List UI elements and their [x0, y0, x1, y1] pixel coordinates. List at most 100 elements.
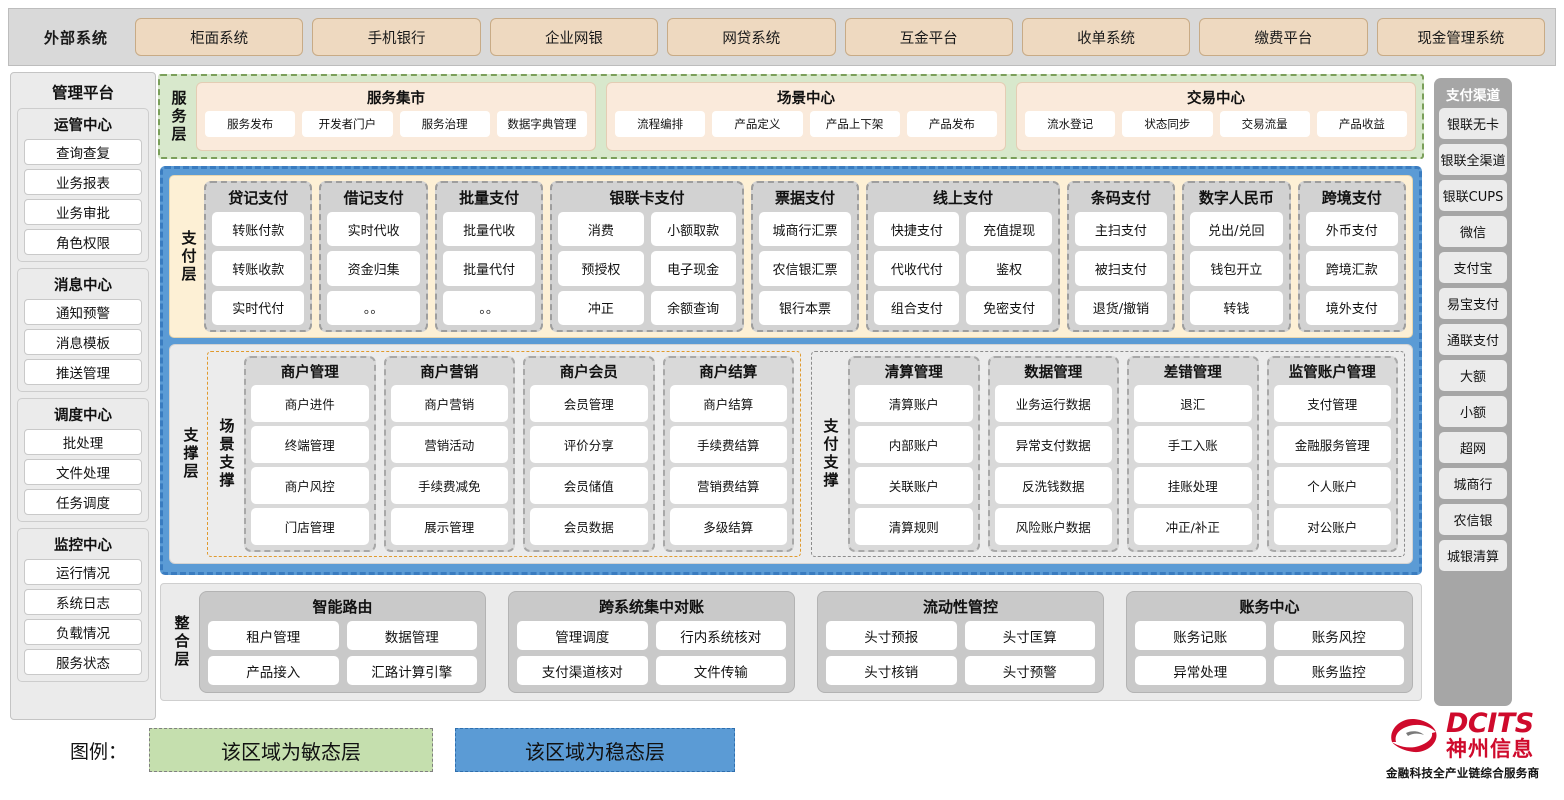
- payment-item[interactable]: 小额取款: [650, 212, 736, 247]
- payment-item[interactable]: 。。: [442, 290, 536, 325]
- integration-item[interactable]: 头寸匡算: [964, 621, 1095, 650]
- integration-item[interactable]: 行内系统核对: [655, 621, 786, 650]
- support-item[interactable]: 金融服务管理: [1273, 426, 1391, 463]
- integration-item[interactable]: 文件传输: [655, 656, 786, 685]
- management-item[interactable]: 运行情况: [24, 559, 142, 585]
- management-item[interactable]: 任务调度: [24, 489, 142, 515]
- support-item[interactable]: 展示管理: [390, 508, 508, 545]
- support-item[interactable]: 个人账户: [1273, 467, 1391, 504]
- support-item[interactable]: 反洗钱数据: [994, 467, 1112, 504]
- payment-item[interactable]: 主扫支付: [1074, 212, 1168, 247]
- payment-item[interactable]: 代收代付: [874, 251, 960, 286]
- payment-item[interactable]: 消费: [558, 212, 644, 247]
- support-item[interactable]: 评价分享: [530, 426, 648, 463]
- payment-channel-item[interactable]: 城银清算: [1439, 540, 1507, 571]
- support-item[interactable]: 手续费结算: [669, 426, 787, 463]
- service-item[interactable]: 数据字典管理: [496, 111, 587, 137]
- payment-channel-item[interactable]: 微信: [1439, 216, 1507, 247]
- support-item[interactable]: 手续费减免: [390, 467, 508, 504]
- external-system-item[interactable]: 现金管理系统: [1376, 18, 1545, 56]
- service-item[interactable]: 流水登记: [1025, 111, 1116, 137]
- service-item[interactable]: 服务发布: [205, 111, 296, 137]
- payment-channel-item[interactable]: 城商行: [1439, 468, 1507, 499]
- service-item[interactable]: 服务治理: [399, 111, 490, 137]
- support-item[interactable]: 手工入账: [1134, 426, 1252, 463]
- service-item[interactable]: 产品上下架: [809, 111, 900, 137]
- support-item[interactable]: 商户营销: [390, 385, 508, 422]
- support-item[interactable]: 营销活动: [390, 426, 508, 463]
- management-item[interactable]: 业务报表: [24, 169, 142, 195]
- support-item[interactable]: 终端管理: [251, 426, 369, 463]
- integration-item[interactable]: 头寸核销: [826, 656, 957, 685]
- external-system-item[interactable]: 收单系统: [1021, 18, 1191, 56]
- payment-channel-item[interactable]: 农信银: [1439, 504, 1507, 535]
- service-item[interactable]: 开发者门户: [302, 111, 393, 137]
- integration-item[interactable]: 账务监控: [1273, 656, 1404, 685]
- payment-item[interactable]: 跨境汇款: [1305, 251, 1398, 286]
- management-item[interactable]: 系统日志: [24, 589, 142, 615]
- payment-item[interactable]: 电子现金: [650, 251, 736, 286]
- external-system-item[interactable]: 网贷系统: [667, 18, 836, 56]
- payment-item[interactable]: 实时代收: [327, 212, 420, 247]
- payment-item[interactable]: 实时代付: [212, 290, 305, 325]
- payment-item[interactable]: 钱包开立: [1190, 251, 1283, 286]
- integration-item[interactable]: 租户管理: [208, 621, 339, 650]
- payment-channel-item[interactable]: 通联支付: [1439, 324, 1507, 355]
- payment-item[interactable]: 转账付款: [212, 212, 305, 247]
- payment-item[interactable]: 免密支付: [966, 290, 1052, 325]
- payment-channel-item[interactable]: 银联CUPS: [1439, 180, 1507, 211]
- payment-channel-item[interactable]: 小额: [1439, 396, 1507, 427]
- payment-item[interactable]: 退货/撤销: [1074, 290, 1168, 325]
- management-item[interactable]: 业务审批: [24, 199, 142, 225]
- external-system-item[interactable]: 手机银行: [312, 18, 481, 56]
- payment-item[interactable]: 充值提现: [966, 212, 1052, 247]
- payment-item[interactable]: 快捷支付: [874, 212, 960, 247]
- support-item[interactable]: 支付管理: [1273, 385, 1391, 422]
- integration-item[interactable]: 产品接入: [208, 656, 339, 685]
- integration-item[interactable]: 头寸预报: [826, 621, 957, 650]
- payment-item[interactable]: 冲正: [558, 290, 644, 325]
- payment-item[interactable]: 余额查询: [650, 290, 736, 325]
- service-item[interactable]: 产品定义: [712, 111, 803, 137]
- support-item[interactable]: 多级结算: [669, 508, 787, 545]
- payment-item[interactable]: 组合支付: [874, 290, 960, 325]
- payment-item[interactable]: 预授权: [558, 251, 644, 286]
- support-item[interactable]: 对公账户: [1273, 508, 1391, 545]
- management-item[interactable]: 批处理: [24, 429, 142, 455]
- integration-item[interactable]: 账务记账: [1135, 621, 1266, 650]
- integration-item[interactable]: 账务风控: [1273, 621, 1404, 650]
- payment-item[interactable]: 转钱: [1190, 290, 1283, 325]
- external-system-item[interactable]: 互金平台: [844, 18, 1013, 56]
- integration-item[interactable]: 数据管理: [346, 621, 477, 650]
- payment-item[interactable]: 境外支付: [1305, 290, 1398, 325]
- service-item[interactable]: 状态同步: [1122, 111, 1213, 137]
- support-item[interactable]: 会员数据: [530, 508, 648, 545]
- payment-item[interactable]: 。。: [327, 290, 420, 325]
- payment-channel-item[interactable]: 支付宝: [1439, 252, 1507, 283]
- payment-channel-item[interactable]: 银联无卡: [1439, 108, 1507, 139]
- support-item[interactable]: 挂账处理: [1134, 467, 1252, 504]
- payment-channel-item[interactable]: 银联全渠道: [1439, 144, 1507, 175]
- service-item[interactable]: 产品收益: [1316, 111, 1407, 137]
- support-item[interactable]: 会员储值: [530, 467, 648, 504]
- support-item[interactable]: 异常支付数据: [994, 426, 1112, 463]
- service-item[interactable]: 产品发布: [906, 111, 997, 137]
- support-item[interactable]: 商户风控: [251, 467, 369, 504]
- support-item[interactable]: 商户结算: [669, 385, 787, 422]
- payment-channel-item[interactable]: 大额: [1439, 360, 1507, 391]
- payment-item[interactable]: 批量代收: [442, 212, 536, 247]
- integration-item[interactable]: 汇路计算引擎: [346, 656, 477, 685]
- support-item[interactable]: 风险账户数据: [994, 508, 1112, 545]
- management-item[interactable]: 查询查复: [24, 139, 142, 165]
- external-system-item[interactable]: 柜面系统: [135, 18, 304, 56]
- integration-item[interactable]: 异常处理: [1135, 656, 1266, 685]
- payment-item[interactable]: 城商行汇票: [758, 212, 852, 247]
- support-item[interactable]: 营销费结算: [669, 467, 787, 504]
- support-item[interactable]: 会员管理: [530, 385, 648, 422]
- support-item[interactable]: 关联账户: [855, 467, 973, 504]
- support-item[interactable]: 门店管理: [251, 508, 369, 545]
- payment-item[interactable]: 外币支付: [1305, 212, 1398, 247]
- support-item[interactable]: 清算规则: [855, 508, 973, 545]
- support-item[interactable]: 清算账户: [855, 385, 973, 422]
- management-item[interactable]: 消息模板: [24, 329, 142, 355]
